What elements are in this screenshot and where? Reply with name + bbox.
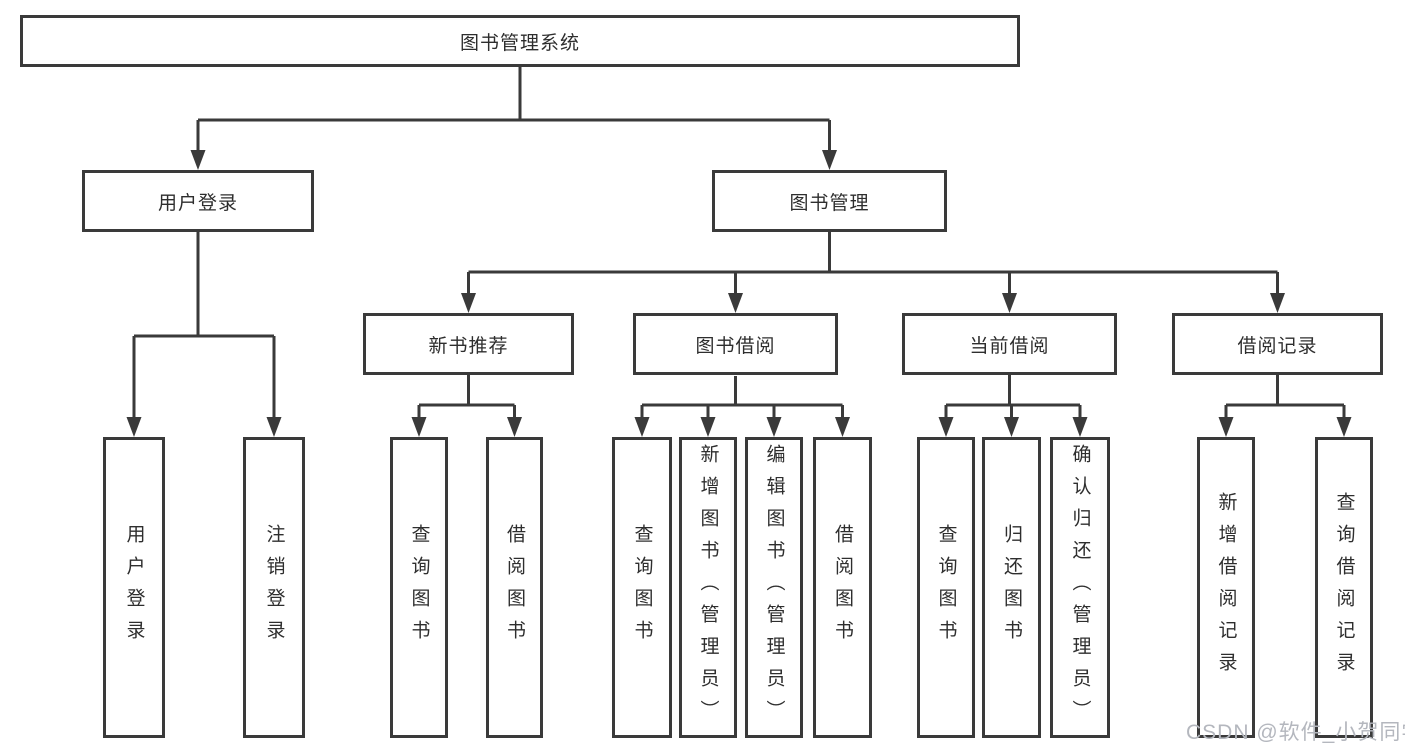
connector-user-login-to-leaves [126,232,282,437]
arrowhead [1218,417,1234,437]
node-label: 用户登录 [157,192,238,214]
arrowhead [1336,417,1352,437]
node-book-management: 图书管理 [712,170,947,232]
connector-book-mgmt-to-level3 [461,232,1285,313]
arrowhead [1002,293,1017,313]
arrowhead [634,417,650,437]
connector-new-book-to-leaves [411,375,522,437]
leaf-label: 用户登录 [123,523,145,652]
node-label: 图书借阅 [695,335,776,357]
leaf-label: 新增借阅记录 [1215,491,1237,684]
arrowhead [461,293,476,313]
node-new-book-recommend: 新书推荐 [363,313,574,375]
arrowhead [766,417,782,437]
arrowhead [728,293,743,313]
leaf-label: 新增图书（管理员） [697,443,719,732]
node-label: 图书管理系统 [459,32,580,54]
leaf-borrow-books-recommend: 借阅图书 [486,437,543,738]
leaf-add-borrow-record: 新增借阅记录 [1197,437,1255,738]
arrowhead [266,417,282,437]
leaf-label: 归还图书 [1001,523,1022,652]
leaf-return-books: 归还图书 [982,437,1041,738]
connector-root-to-level2 [190,67,837,170]
leaf-query-books-recommend: 查询图书 [390,437,448,738]
node-label: 借阅记录 [1237,335,1318,357]
node-label: 当前借阅 [969,335,1050,357]
node-borrow-records: 借阅记录 [1172,313,1383,375]
leaf-query-books-current: 查询图书 [917,437,975,738]
leaf-logout: 注销登录 [243,437,305,738]
connector-records-to-leaves [1218,375,1352,437]
leaf-label: 查询图书 [631,523,653,652]
arrowhead [507,417,522,437]
arrowhead [1270,293,1285,313]
leaf-edit-books-admin: 编辑图书（管理员） [745,437,803,738]
arrowhead [822,150,837,170]
leaf-label: 注销登录 [263,523,285,652]
node-user-login: 用户登录 [82,170,314,232]
leaf-label: 确认归还（管理员） [1069,443,1091,732]
leaf-label: 查询图书 [935,523,957,652]
leaf-label: 查询图书 [408,523,430,652]
node-root-system: 图书管理系统 [20,15,1020,67]
connector-current-to-leaves [938,375,1088,437]
leaf-user-login: 用户登录 [103,437,165,738]
leaf-borrow-books: 借阅图书 [813,437,872,738]
leaf-confirm-return-admin: 确认归还（管理员） [1050,437,1110,738]
arrowhead [1072,417,1088,437]
node-book-borrow: 图书借阅 [633,313,838,375]
node-current-borrow: 当前借阅 [902,313,1117,375]
connector-borrow-to-leaves [634,376,850,437]
arrowhead [835,417,850,437]
leaf-label: 查询借阅记录 [1333,491,1355,684]
arrowhead [1004,417,1019,437]
node-label: 新书推荐 [428,335,509,357]
leaf-label: 借阅图书 [504,523,525,652]
leaf-query-books-borrow: 查询图书 [612,437,672,738]
arrowhead [938,417,954,437]
leaf-add-books-admin: 新增图书（管理员） [679,437,737,738]
leaf-query-borrow-record: 查询借阅记录 [1315,437,1373,738]
leaf-label: 编辑图书（管理员） [763,443,785,732]
arrowhead [411,417,427,437]
arrowhead [190,150,206,170]
csdn-watermark: CSDN @软件_小贺同学 [1186,721,1405,744]
node-label: 图书管理 [789,192,870,214]
arrowhead [126,417,142,437]
arrowhead [700,417,716,437]
leaf-label: 借阅图书 [832,523,853,652]
